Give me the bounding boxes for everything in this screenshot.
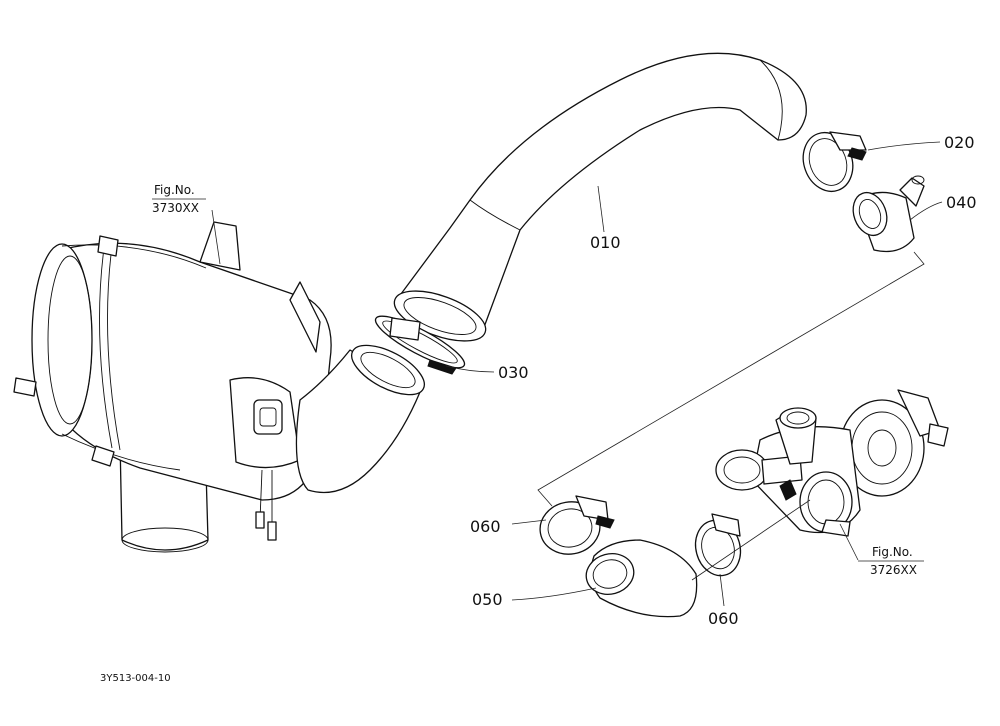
label-050: 050 bbox=[472, 590, 503, 609]
ref-turbocharger-line1: Fig.No. bbox=[872, 545, 913, 559]
ref-air-cleaner-line2: 3730XX bbox=[152, 201, 199, 215]
label-040: 040 bbox=[946, 193, 977, 212]
hose-elbow-050 bbox=[585, 539, 698, 618]
hose-clamp-030 bbox=[374, 315, 466, 375]
label-060-left: 060 bbox=[470, 517, 501, 536]
label-060-right: 060 bbox=[708, 609, 739, 628]
leader-lines bbox=[211, 141, 943, 607]
air-intake-hose-010 bbox=[393, 52, 807, 342]
hose-clamp-060-right bbox=[694, 513, 742, 577]
air-cleaner-assembly bbox=[13, 221, 425, 553]
label-010: 010 bbox=[590, 233, 621, 252]
ref-turbocharger-line2: 3726XX bbox=[870, 563, 917, 577]
ref-air-cleaner-line1: Fig.No. bbox=[154, 183, 195, 197]
hose-clamp-060-left bbox=[539, 495, 615, 555]
label-020: 020 bbox=[944, 133, 975, 152]
label-030: 030 bbox=[498, 363, 529, 382]
alignment-lines bbox=[537, 251, 925, 581]
pipe-040 bbox=[852, 175, 925, 253]
turbocharger-assembly bbox=[715, 389, 949, 537]
drawing-code: 3Y513-004-10 bbox=[100, 673, 171, 684]
hose-clamp-020 bbox=[802, 131, 867, 193]
